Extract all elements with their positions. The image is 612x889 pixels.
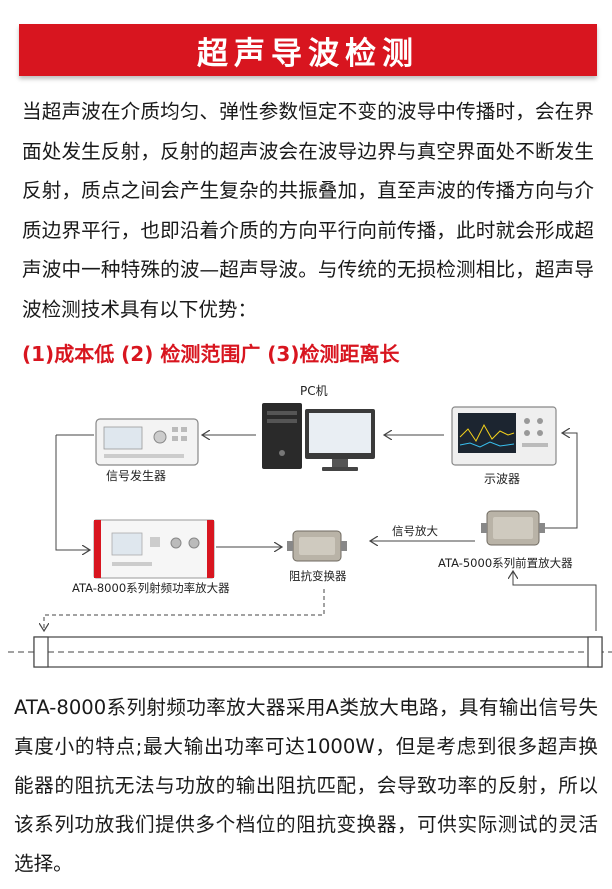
oscilloscope-icon xyxy=(451,406,557,466)
waveguide-pipe xyxy=(8,636,612,668)
pc-label: PC机 xyxy=(300,384,328,398)
preamplifier-icon xyxy=(481,510,545,546)
power-amplifier-label: ATA-8000系列射频功率放大器 xyxy=(72,581,230,595)
system-diagram: PC机 信号发生器 示波器 ATA-8000系列射频功率放大器 xyxy=(8,384,612,668)
banner: 超声导波检测 xyxy=(19,24,597,76)
pc-icon xyxy=(262,403,375,471)
intro-paragraph: 当超声波在介质均匀、弹性参数恒定不变的波导中传播时，会在界面处发生反射，反射的超… xyxy=(22,100,594,321)
arrow-generator-to-amp xyxy=(55,434,94,550)
arrow-pipe-to-preamp xyxy=(513,571,597,631)
impedance-transformer-icon xyxy=(287,530,347,562)
description-paragraph: ATA-8000系列射频功率放大器采用A类放大电路，具有输出信号失真度小的特点;… xyxy=(14,696,598,875)
banner-title: 超声导波检测 xyxy=(197,35,419,72)
banner-bar: 超声导波检测 xyxy=(19,24,597,76)
advantages-line: (1)成本低 (2) 检测范围广 (3)检测距离长 xyxy=(22,342,400,366)
preamplifier-label: ATA-5000系列前置放大器 xyxy=(438,556,573,570)
signal-generator-icon xyxy=(95,418,199,466)
arrow-impedance-to-pipe xyxy=(44,589,325,631)
signal-amplify-label: 信号放大 xyxy=(392,524,438,538)
signal-generator-label: 信号发生器 xyxy=(106,468,166,483)
arrow-preamp-to-osc xyxy=(545,433,578,529)
impedance-transformer-label: 阻抗变换器 xyxy=(289,569,347,583)
oscilloscope-label: 示波器 xyxy=(484,472,520,486)
power-amplifier-icon xyxy=(93,519,215,579)
